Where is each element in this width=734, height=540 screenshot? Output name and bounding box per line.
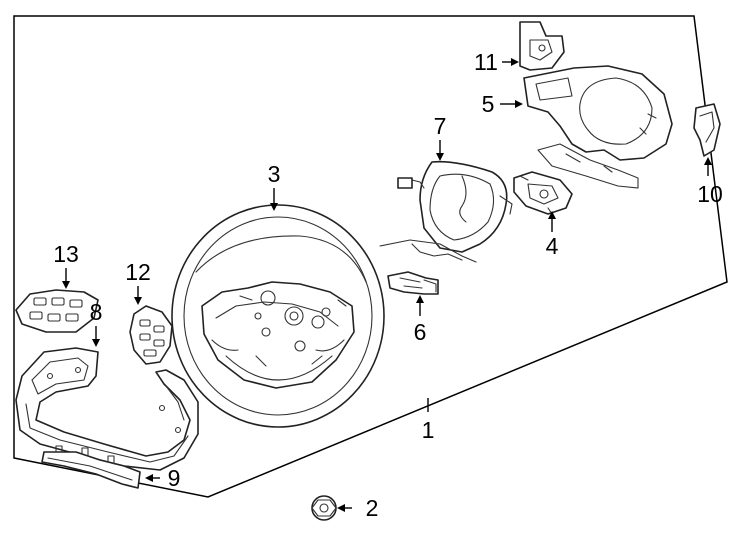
callout-13: 13	[53, 241, 79, 267]
assembly-frame	[13, 15, 728, 498]
callout-labels: 1 2 3 4 5 6 7 8 9 10 11 12 13	[53, 49, 723, 521]
fastener-nut	[311, 495, 337, 521]
switch-assembly	[513, 171, 573, 215]
connector	[387, 271, 439, 295]
control-switch-12	[129, 305, 173, 365]
callout-2: 2	[366, 495, 379, 521]
leader-lines	[62, 58, 712, 512]
callout-8: 8	[90, 299, 103, 325]
callout-12: 12	[125, 259, 151, 285]
paddle-switch	[693, 103, 721, 157]
callout-10: 10	[697, 181, 723, 207]
callout-9: 9	[168, 465, 181, 491]
callout-1: 1	[422, 417, 435, 443]
callout-4: 4	[546, 233, 559, 259]
mount-bracket	[519, 21, 565, 71]
callout-6: 6	[414, 319, 427, 345]
callout-3: 3	[268, 161, 281, 187]
control-switch-13	[15, 289, 99, 333]
lower-trim-9	[41, 445, 141, 489]
callout-5: 5	[482, 91, 495, 117]
callout-7: 7	[434, 113, 447, 139]
callout-11: 11	[474, 49, 498, 75]
rear-cover	[523, 65, 673, 189]
wire-harness	[379, 160, 513, 263]
steering-wheel	[171, 204, 385, 428]
